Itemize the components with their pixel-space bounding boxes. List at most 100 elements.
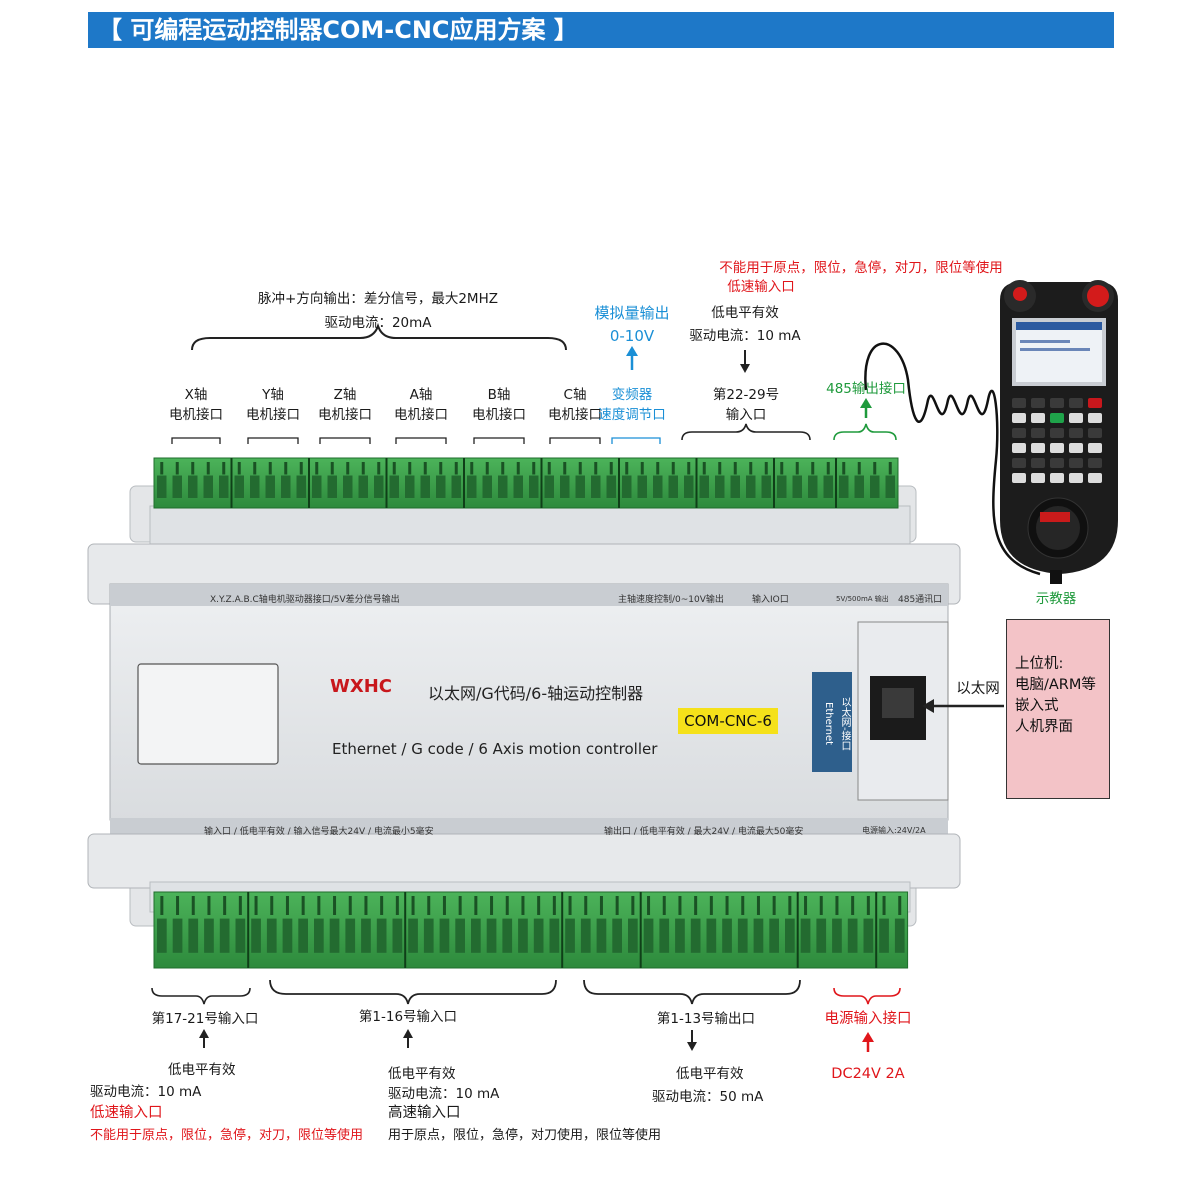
terminal-slot (706, 918, 717, 953)
model-tag: COM-CNC-6 (678, 708, 778, 734)
terminal-slot (715, 475, 725, 498)
terminal-screw (395, 896, 399, 915)
terminal-screw (625, 462, 629, 475)
pendant-key (1088, 458, 1102, 468)
page-title: 【 可编程运动控制器COM-CNC应用方案 】 (98, 16, 578, 44)
terminal-slot (281, 475, 291, 498)
terminal-screw (764, 462, 768, 475)
x-axis-label: X轴 (184, 387, 208, 403)
terminal-slot (405, 475, 415, 498)
terminal-slot (580, 918, 591, 953)
terminal-screw (348, 896, 352, 915)
strip-485-text: 485通讯口 (898, 595, 943, 605)
terminal-slot (251, 918, 261, 953)
terminal-slot (408, 918, 418, 953)
analog-arrow (626, 346, 638, 370)
power-spec: DC24V 2A (831, 1066, 905, 1082)
terminal-slot (659, 918, 670, 953)
terminal-slot (482, 475, 492, 498)
terminal-slot (423, 918, 434, 953)
b-axis-port: 电机接口 (472, 407, 526, 423)
c-axis-port: 电机接口 (548, 407, 602, 423)
terminal-slot (203, 475, 213, 498)
terminal-screw (222, 462, 226, 475)
terminal-slot (622, 475, 632, 498)
terminal-screw (223, 896, 227, 915)
in1-current: 驱动电流：10 mA (388, 1086, 500, 1102)
pulse-label-line2: 驱动电流：20mA (324, 315, 432, 331)
terminal-slot (312, 475, 322, 498)
terminal-screw (333, 896, 337, 915)
pendant-key (1031, 443, 1045, 453)
terminal-screw (505, 896, 509, 915)
controller-title-en: Ethernet / G code / 6 Axis motion contro… (332, 740, 658, 758)
pendant-key (1031, 473, 1045, 483)
terminal-screw (427, 896, 431, 915)
pendant-key (1050, 473, 1064, 483)
pendant-cable (864, 342, 1041, 576)
pendant-key (1012, 443, 1026, 453)
terminal-slot (172, 918, 183, 953)
power-bracket (833, 987, 901, 1005)
out-arrow (687, 1030, 697, 1051)
terminal-screw (408, 462, 412, 475)
terminal-slot (612, 918, 622, 953)
terminal-screw (423, 462, 427, 475)
terminal-slot (451, 475, 461, 498)
terminal-screw (678, 896, 682, 915)
terminal-slot (389, 475, 399, 498)
pendant-key (1069, 443, 1083, 453)
terminal-screw (160, 896, 164, 915)
terminal-slot (823, 475, 833, 498)
terminal-slot (439, 918, 450, 953)
input22-arrow (740, 350, 750, 373)
axis-brackets (171, 437, 661, 444)
terminal-slot (560, 475, 570, 498)
a-axis-port: 电机接口 (394, 407, 448, 423)
pendant-key (1050, 428, 1064, 438)
terminal-slot (668, 475, 678, 498)
terminal-slot (565, 918, 575, 953)
terminal-slot (722, 918, 732, 953)
z-axis-port: 电机接口 (318, 407, 372, 423)
c-axis-label: C轴 (563, 387, 587, 403)
strip-input-text: 输入口 / 低电平有效 / 输入信号最大24V / 电流最小5毫安 (204, 827, 434, 837)
strip-power-text: 电源输入:24V/2A (862, 826, 926, 835)
terminal-slot (471, 918, 481, 953)
terminal-screw (330, 462, 334, 475)
terminal-screw (615, 896, 619, 915)
terminal-screw (442, 896, 446, 915)
out-current: 驱动电流：50 mA (652, 1089, 764, 1105)
input22-title-line2: 输入口 (725, 407, 767, 423)
terminal-screw (826, 462, 830, 475)
terminal-screw (640, 462, 644, 475)
pendant-key (1088, 413, 1102, 423)
terminal-screw (516, 462, 520, 475)
terminal-slot (792, 475, 802, 498)
terminal-screw (835, 896, 839, 915)
terminal-slot (730, 475, 740, 498)
terminal-slot (591, 475, 601, 498)
rs485-arrow (860, 398, 872, 418)
terminal-slot (675, 918, 685, 953)
terminal-screw (317, 896, 321, 915)
terminal-slot (529, 475, 539, 498)
terminal-slot (502, 918, 513, 953)
terminal-screw (485, 462, 489, 475)
terminal-screw (521, 896, 525, 915)
strip-io-text: 输入IO口 (752, 595, 789, 605)
terminal-screw (490, 896, 494, 915)
terminal-slot (188, 475, 198, 498)
terminal-slot (374, 475, 384, 498)
terminal-slot (296, 475, 306, 498)
input22-title-line1: 第22-29号 (712, 387, 780, 403)
terminal-slot (266, 918, 277, 953)
strip-spindle-text: 主轴速度控制/0~10V输出 (618, 595, 724, 605)
terminal-screw (718, 462, 722, 475)
svg-text:WXHC: WXHC (330, 676, 392, 697)
terminal-slot (684, 475, 694, 498)
in17-speed: 低速输入口 (90, 1105, 163, 1121)
terminal-slot (761, 475, 771, 498)
terminal-screw (725, 896, 729, 915)
